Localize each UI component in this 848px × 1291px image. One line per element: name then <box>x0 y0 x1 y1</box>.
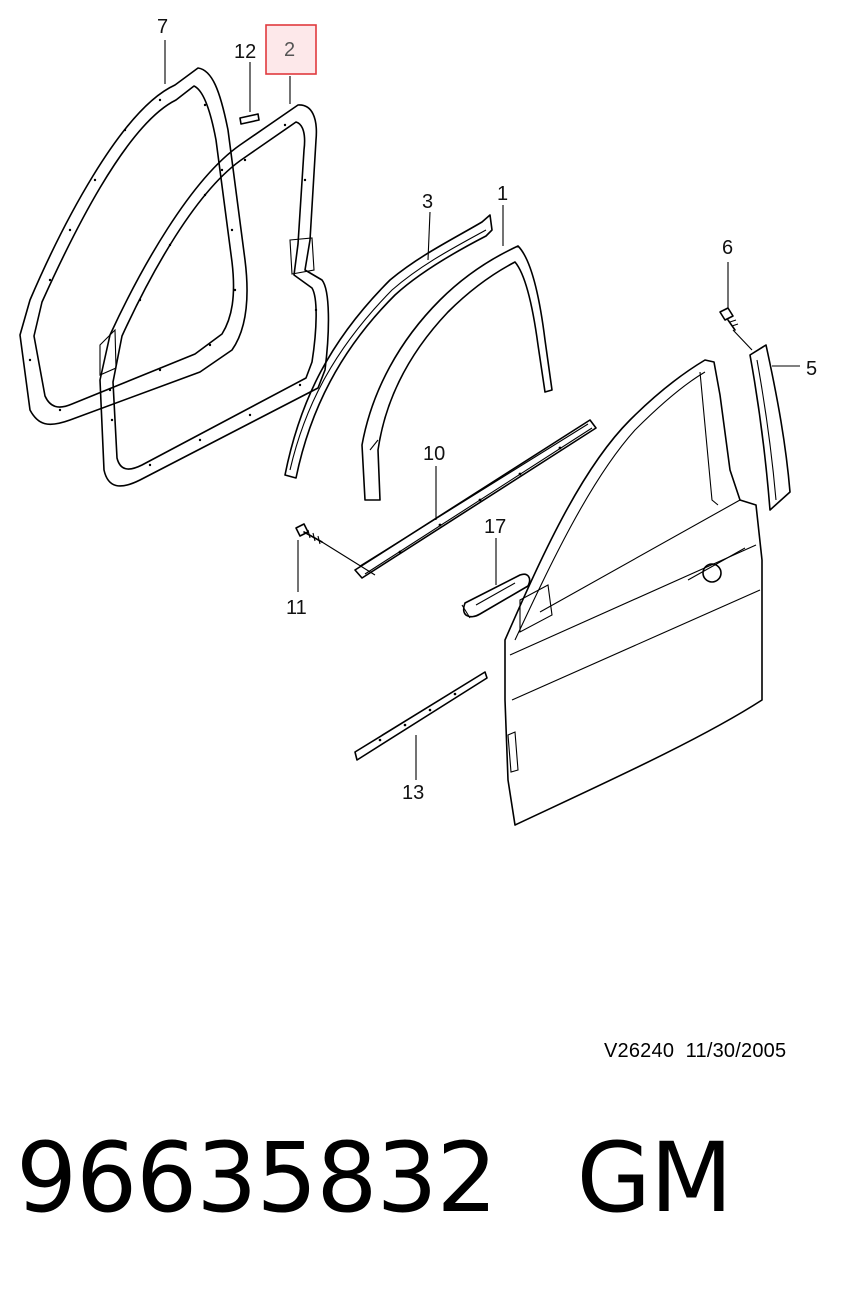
callout-12[interactable]: 12 <box>234 41 256 63</box>
brand-name: GM <box>576 1122 733 1234</box>
diagram-code: V26240 <box>604 1040 675 1062</box>
part-10-moulding <box>354 419 597 579</box>
callout-1[interactable]: 1 <box>497 183 508 205</box>
callout-11[interactable]: 11 <box>286 597 307 619</box>
callout-5[interactable]: 5 <box>806 358 817 380</box>
part-7-weatherstrip <box>19 67 248 426</box>
diagram-date: 11/30/2005 <box>685 1040 787 1062</box>
callout-13[interactable]: 13 <box>402 782 424 804</box>
part-3-channel <box>284 214 493 479</box>
footer-part-info: 96635832 GM <box>16 1122 733 1234</box>
callout-7[interactable]: 7 <box>157 16 168 38</box>
part-5-applique <box>749 344 791 511</box>
callout-10[interactable]: 10 <box>423 443 445 465</box>
part-2-weatherstrip <box>99 104 330 487</box>
part-13-strip <box>354 671 488 761</box>
callout-2[interactable]: 2 <box>284 39 295 61</box>
leader-lines <box>164 40 800 780</box>
door-shell <box>504 359 763 826</box>
part-1-channel <box>361 245 553 501</box>
part-6-screw <box>719 307 739 331</box>
callout-6[interactable]: 6 <box>722 237 733 259</box>
callout-3[interactable]: 3 <box>422 191 433 213</box>
part-11-screw <box>295 523 323 545</box>
part-12-clip <box>239 113 260 125</box>
diagram-reference: V26240 11/30/2005 <box>604 1040 786 1063</box>
part-17-handle <box>461 573 531 619</box>
part-number: 96635832 <box>16 1122 498 1234</box>
callout-2-highlight-box <box>265 24 317 75</box>
callout-17[interactable]: 17 <box>484 516 506 538</box>
